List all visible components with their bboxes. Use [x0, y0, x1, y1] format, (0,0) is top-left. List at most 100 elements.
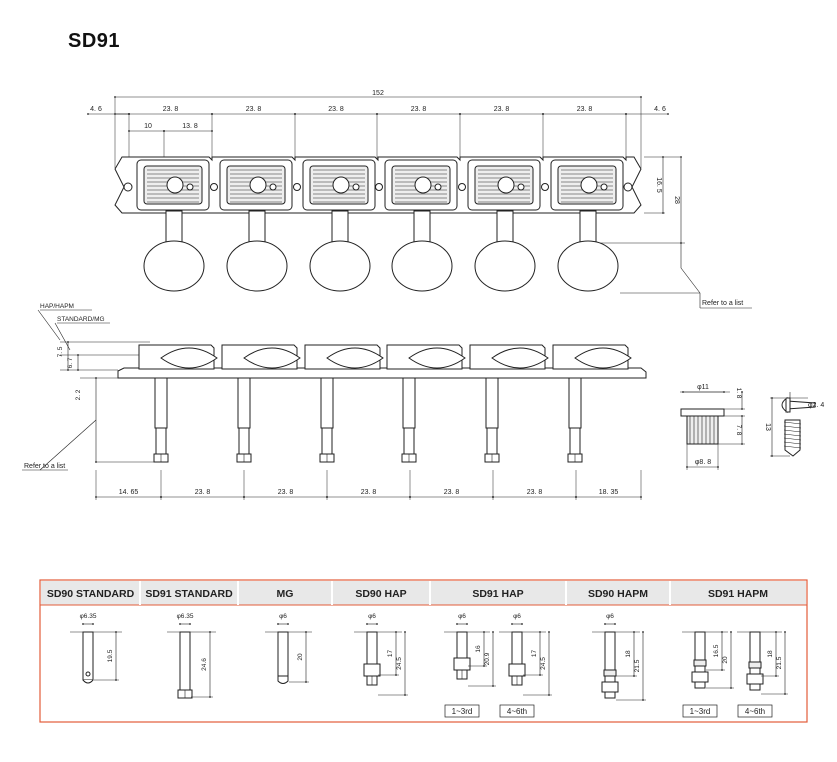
- post-band: [603, 669, 617, 677]
- post-upper: [155, 427, 167, 455]
- dim-tick: [189, 623, 191, 625]
- dim-tick: [483, 665, 485, 667]
- height-label: 16: [475, 645, 482, 653]
- leader-line: [37, 309, 61, 341]
- dim-tick: [539, 631, 541, 633]
- dim-tick: [492, 685, 494, 687]
- dim-tick: [77, 354, 79, 356]
- post-body: [154, 377, 168, 429]
- string-post: [580, 176, 598, 194]
- dim-tick: [730, 687, 732, 689]
- screw-thread: [783, 433, 802, 437]
- tag-label: 4~6th: [745, 707, 765, 716]
- button-shaft: [331, 210, 349, 244]
- screw-thread: [783, 425, 802, 429]
- dim-tick: [160, 496, 162, 498]
- pitch-label: 23. 8: [411, 106, 427, 113]
- dim-tick: [115, 631, 117, 633]
- dim-tick: [511, 623, 513, 625]
- post-tip: [277, 675, 289, 684]
- page-title: SD91: [68, 30, 121, 52]
- dim-tick: [575, 496, 577, 498]
- post-body: [402, 377, 416, 429]
- dim-tick: [667, 113, 669, 115]
- diameter-label: φ6: [279, 613, 287, 620]
- dim-tick: [686, 466, 688, 468]
- post-body: [320, 377, 334, 429]
- sub-b-label: 13. 8: [182, 123, 198, 130]
- post-collar: [453, 657, 471, 671]
- dim-tick: [775, 675, 777, 677]
- post-body: [485, 377, 499, 429]
- table-header-3: SD90 HAP: [355, 588, 406, 600]
- post-body: [237, 377, 251, 429]
- tag-box: [737, 704, 773, 718]
- mount-hole: [123, 182, 133, 192]
- mount-hole: [293, 183, 301, 191]
- diameter-label: φ6.35: [80, 613, 97, 620]
- dim-tick: [633, 631, 635, 633]
- table-header-bg: [41, 581, 806, 605]
- height-label: 24.6: [201, 658, 208, 671]
- height-label: 17: [387, 650, 394, 658]
- v1-label: 7. 5: [57, 346, 64, 357]
- dim-tick: [77, 369, 79, 371]
- dim-tick: [730, 631, 732, 633]
- height-label: 24.5: [540, 657, 547, 670]
- screw-head: [269, 183, 277, 191]
- dim-tick: [87, 113, 89, 115]
- tuner-button: [391, 240, 453, 292]
- tag-label: 4~6th: [507, 707, 527, 716]
- dim-tick: [771, 397, 773, 399]
- dim-tick: [771, 455, 773, 457]
- tag-box: [499, 704, 535, 718]
- dim-tick: [721, 631, 723, 633]
- button-side: [326, 347, 384, 369]
- tag-label: 1~3rd: [690, 707, 711, 716]
- dim-tick: [492, 631, 494, 633]
- screw-thread: [783, 437, 802, 441]
- dim-tick: [642, 699, 644, 701]
- refer-note: Refer to a list: [702, 300, 743, 307]
- screw-neck: [785, 397, 791, 413]
- dim-tick: [784, 693, 786, 695]
- dim-tick: [277, 623, 279, 625]
- height-label: 21.5: [634, 659, 641, 672]
- tuner-button: [143, 240, 205, 292]
- tag-box: [682, 704, 718, 718]
- bushing-h1: 1. 8: [735, 388, 742, 399]
- end-right-label: 4. 6: [654, 106, 666, 113]
- button-side: [574, 347, 632, 369]
- screw-thread: [783, 441, 802, 445]
- height-label: 21.5: [776, 656, 783, 669]
- button-shaft: [248, 210, 266, 244]
- screw-head: [517, 183, 525, 191]
- bottom-dim-label: 23. 8: [444, 489, 460, 496]
- dim-tick: [741, 391, 743, 393]
- screw-thread: [783, 445, 802, 449]
- mount-hole: [623, 182, 633, 192]
- dim-tick: [548, 694, 550, 696]
- table-header-5: SD90 HAPM: [588, 588, 648, 600]
- dim-tick: [128, 130, 130, 132]
- post-collar: [508, 663, 526, 677]
- dim-tick: [287, 623, 289, 625]
- screw-thread: [783, 429, 802, 433]
- post-collar: [363, 663, 381, 677]
- height-label: 20: [722, 656, 729, 664]
- bottom-dim-label: 23. 8: [278, 489, 294, 496]
- string-post: [249, 176, 267, 194]
- table-header-2: MG: [277, 588, 294, 600]
- screw-head: [600, 183, 608, 191]
- leader-line: [54, 322, 71, 351]
- dim-tick: [642, 631, 644, 633]
- bottom-dim-label: 18. 35: [599, 489, 619, 496]
- v2-label: 6. 7: [67, 357, 74, 368]
- post-upper: [486, 427, 498, 455]
- button-side: [408, 347, 466, 369]
- height-label: 17: [531, 650, 538, 658]
